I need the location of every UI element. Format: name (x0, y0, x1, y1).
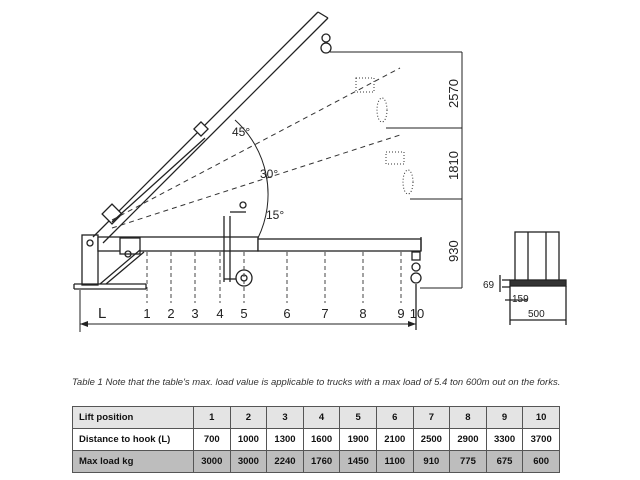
angle-45-label: 45° (232, 125, 250, 139)
table-cell: 910 (412, 450, 451, 473)
table-cell: 700 (193, 428, 231, 451)
side-height-dim: 69 (483, 280, 495, 291)
table-cell: 1100 (375, 450, 414, 473)
table-cell: 600 (522, 450, 560, 473)
table-cell: 1000 (229, 428, 268, 451)
position-label-4: 4 (216, 306, 223, 321)
position-label-8: 8 (359, 306, 366, 321)
table-cell: 5 (339, 406, 377, 429)
table-cell: 2100 (375, 428, 414, 451)
side-total-width-dim: 500 (528, 309, 545, 320)
height-dim-1810: 1810 (446, 151, 461, 180)
angle-15-label: 15° (266, 208, 284, 222)
table-cell: 1600 (302, 428, 341, 451)
table-cell: 2500 (412, 428, 451, 451)
table-cell: 1450 (339, 450, 377, 473)
table-cell: 775 (449, 450, 487, 473)
table-cell: 3000 (229, 450, 268, 473)
table-cell: 1900 (339, 428, 377, 451)
position-label-10: 10 (410, 306, 424, 321)
table-cell: 3000 (193, 450, 231, 473)
position-label-2: 2 (167, 306, 174, 321)
crane-jib-technical-drawing: 45° 30° 15° 2570 1810 930 1 2 3 4 5 6 7 … (73, 11, 567, 332)
table-cell: 3300 (485, 428, 524, 451)
height-dim-2570: 2570 (446, 79, 461, 108)
table-cell: 8 (449, 406, 487, 429)
table-cell: 675 (485, 450, 524, 473)
table-cell: 2240 (266, 450, 304, 473)
table-cell: 9 (485, 406, 524, 429)
table-row-lift-position: Lift position 1 2 3 4 5 6 7 8 9 10 (72, 406, 560, 429)
table-cell: 7 (412, 406, 451, 429)
length-label: L (98, 305, 106, 322)
table-cell: 1760 (302, 450, 341, 473)
row-header: Distance to hook (L) (72, 428, 194, 451)
table-cell: 3 (266, 406, 304, 429)
side-inner-width-dim: 159 (512, 294, 529, 305)
table-cell: 6 (375, 406, 414, 429)
max-load-table: Lift position 1 2 3 4 5 6 7 8 9 10 Dista… (72, 406, 560, 473)
position-label-3: 3 (191, 306, 198, 321)
position-label-9: 9 (397, 306, 404, 321)
position-label-1: 1 (143, 306, 150, 321)
table-cell: 4 (302, 406, 341, 429)
table-cell: 1300 (266, 428, 304, 451)
row-header: Max load kg (72, 450, 194, 473)
table-cell: 3700 (522, 428, 560, 451)
angle-30-label: 30° (260, 167, 278, 181)
height-dim-930: 930 (446, 240, 461, 262)
position-label-5: 5 (240, 306, 247, 321)
row-header: Lift position (72, 406, 194, 429)
position-label-6: 6 (283, 306, 290, 321)
position-label-7: 7 (321, 306, 328, 321)
table-row-distance: Distance to hook (L) 700 1000 1300 1600 … (72, 428, 560, 451)
table-caption: Table 1 Note that the table's max. load … (72, 377, 561, 388)
table-cell: 1 (193, 406, 231, 429)
table-row-max-load: Max load kg 3000 3000 2240 1760 1450 110… (72, 450, 560, 473)
table-cell: 2900 (449, 428, 487, 451)
table-cell: 10 (522, 406, 560, 429)
table-cell: 2 (229, 406, 268, 429)
